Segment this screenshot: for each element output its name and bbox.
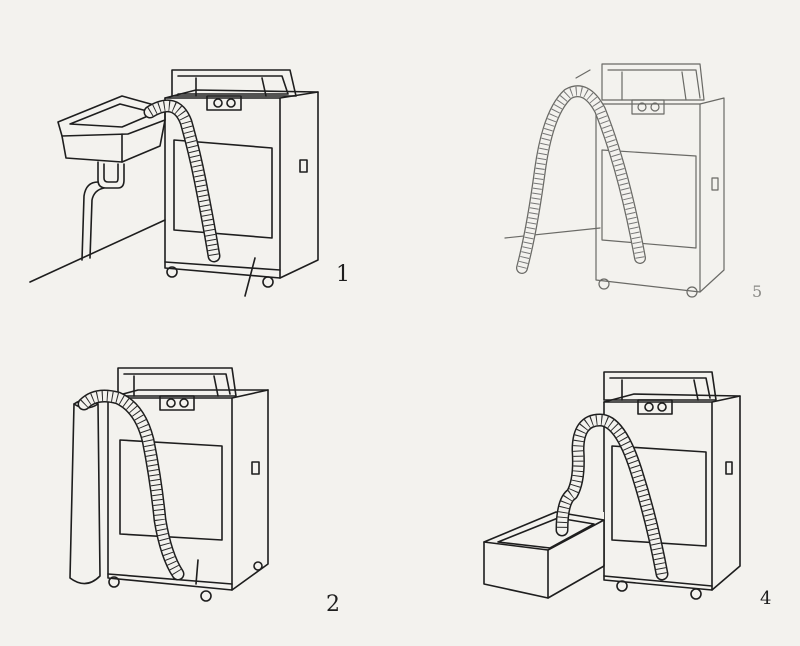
panel-label-2: 2: [326, 592, 340, 617]
panel-4-illustration: [483, 371, 741, 600]
washing-machine: [107, 367, 269, 602]
sink: [57, 95, 166, 261]
drain-hose: [77, 389, 185, 581]
panel-2-illustration: [69, 367, 269, 602]
drain-hose: [143, 99, 221, 263]
panel-1-illustration: [29, 69, 319, 297]
washing-machine: [603, 371, 741, 600]
panel-label-4: 4: [760, 588, 772, 609]
standpipe: [69, 399, 101, 585]
washing-machine: [164, 69, 319, 297]
panel-5-illustration: [504, 63, 725, 298]
panel-label-5: 5: [752, 282, 763, 301]
floor-line: [29, 219, 166, 283]
drain-hose: [555, 413, 669, 581]
panel-label-1: 1: [336, 262, 350, 287]
wash-tub: [483, 511, 605, 599]
